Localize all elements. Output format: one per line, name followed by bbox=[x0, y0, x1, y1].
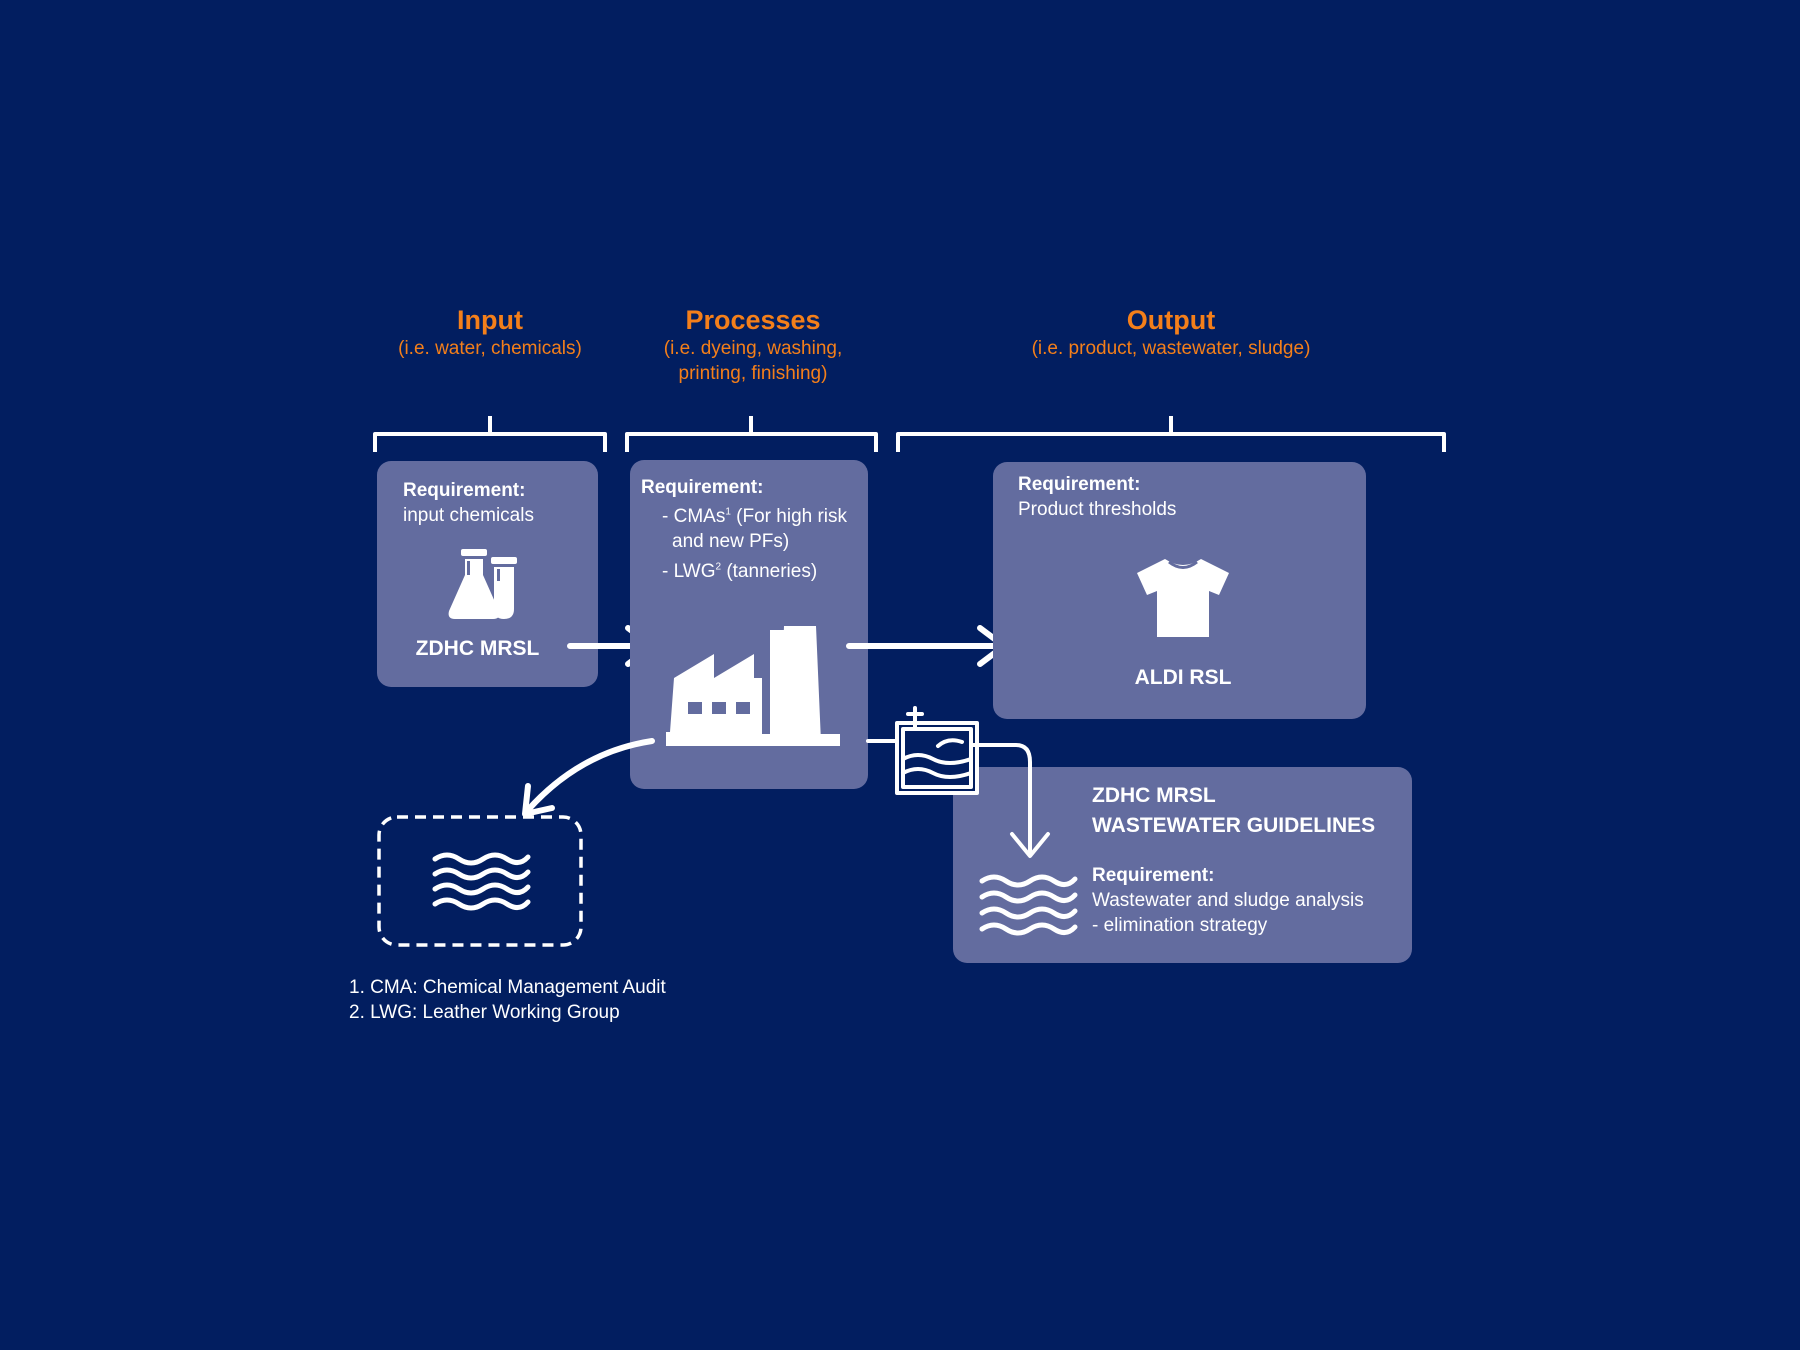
process-req-line1-a: - CMAs bbox=[662, 506, 726, 528]
factory-icon bbox=[666, 626, 840, 746]
footnote-ref-2: 2 bbox=[715, 561, 722, 573]
process-req-label: Requirement: bbox=[641, 477, 764, 498]
output-req-label: Requirement: bbox=[1018, 474, 1141, 495]
footnotes: 1. CMA: Chemical Management Audit 2. LWG… bbox=[349, 975, 666, 1025]
output-bracket bbox=[896, 416, 1446, 452]
output-heading: Output (i.e. product, wastewater, sludge… bbox=[971, 304, 1371, 361]
process-req-line1-b: (For high risk bbox=[730, 506, 848, 528]
input-title: Input bbox=[457, 305, 523, 335]
footnote-1: 1. CMA: Chemical Management Audit bbox=[349, 977, 666, 998]
processes-subtitle-line1: (i.e. dyeing, washing, bbox=[663, 338, 843, 359]
process-req-line3-a: - LWG bbox=[662, 560, 716, 582]
input-req-text: input chemicals bbox=[403, 505, 534, 526]
wastewater-guidelines-box: ZDHC MRSL WASTEWATER GUIDELINES Requirem… bbox=[953, 767, 1412, 963]
footnote-ref-1: 1 bbox=[725, 507, 731, 518]
processes-heading: Processes (i.e. dyeing, washing, printin… bbox=[603, 304, 903, 386]
chemicals-icon bbox=[448, 549, 517, 619]
input-bracket bbox=[373, 416, 607, 452]
processes-bracket bbox=[625, 416, 878, 452]
input-req-label: Requirement: bbox=[403, 480, 526, 501]
output-title: Output bbox=[1126, 305, 1216, 335]
process-req-line3-b: (tanneries) bbox=[721, 560, 818, 582]
wastewater-req-line2: - elimination strategy bbox=[1092, 915, 1268, 936]
output-subtitle: (i.e. product, wastewater, sludge) bbox=[1031, 338, 1311, 359]
input-heading: Input (i.e. water, chemicals) bbox=[340, 304, 640, 361]
output-req-text: Product thresholds bbox=[1018, 499, 1177, 520]
process-req-line2: and new PFs) bbox=[672, 531, 790, 553]
output-requirement-box: Requirement: Product thresholds ALDI RSL bbox=[993, 462, 1366, 719]
wastewater-req-line1: Wastewater and sludge analysis bbox=[1092, 890, 1364, 911]
discharge-water-icon bbox=[432, 852, 531, 911]
footnote-2: 2. LWG: Leather Working Group bbox=[349, 1002, 620, 1023]
output-label: ALDI RSL bbox=[1134, 666, 1232, 689]
wastewater-req-label: Requirement: bbox=[1092, 865, 1215, 886]
wastewater-title-line1: ZDHC MRSL bbox=[1092, 784, 1216, 807]
processes-title: Processes bbox=[685, 305, 821, 335]
water-waves-icon bbox=[979, 874, 1078, 936]
input-requirement-box: Requirement: input chemicals ZDHC MRSL bbox=[377, 461, 598, 687]
processes-subtitle-line2: printing, finishing) bbox=[678, 363, 828, 384]
wastewater-title-line2: WASTEWATER GUIDELINES bbox=[1092, 814, 1376, 837]
input-label: ZDHC MRSL bbox=[415, 637, 540, 660]
tshirt-icon bbox=[1137, 559, 1229, 637]
input-subtitle: (i.e. water, chemicals) bbox=[398, 338, 582, 359]
process-requirement-box: Requirement: - CMAs1 (For high risk and … bbox=[630, 460, 868, 789]
